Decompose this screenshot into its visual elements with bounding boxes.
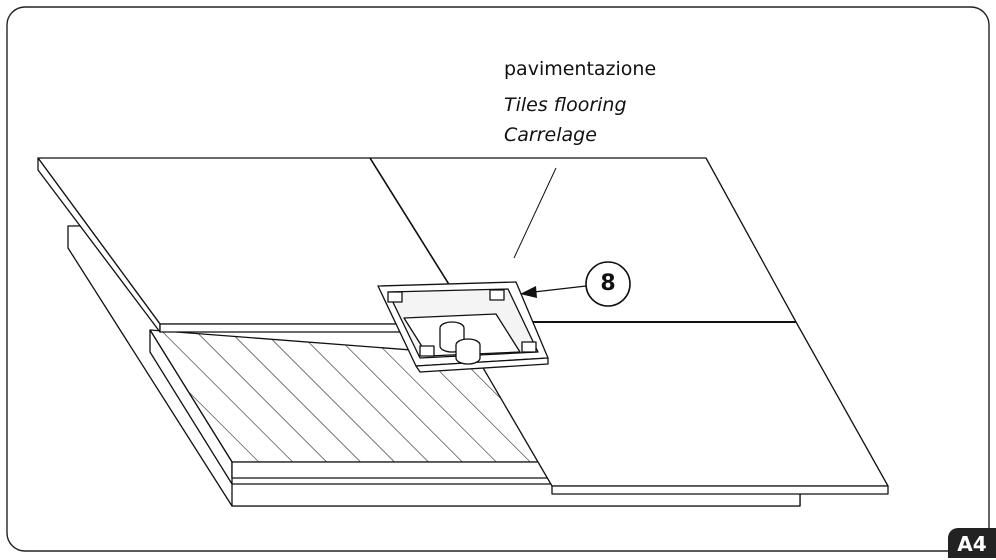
tile-front-right-front bbox=[551, 485, 889, 495]
figure-badge: A4 bbox=[948, 528, 996, 558]
figure-frame bbox=[6, 6, 990, 552]
callout-circle bbox=[585, 261, 631, 307]
cavity-bottom-edge bbox=[231, 461, 567, 479]
callout-arrow-head bbox=[520, 286, 537, 298]
callout-number: 8 bbox=[600, 271, 616, 296]
flush-mount-box bbox=[377, 281, 549, 373]
cavity-left-wall bbox=[149, 329, 233, 485]
flooring-label-french: Carrelage bbox=[504, 124, 597, 146]
flooring-label-italian: pavimentazione bbox=[504, 58, 657, 80]
label-leader-line bbox=[513, 167, 557, 259]
flooring-label-english: Tiles flooring bbox=[504, 94, 627, 116]
callout-arrow-line bbox=[533, 285, 587, 293]
tile-back-left-front bbox=[159, 323, 409, 333]
tile-joint-vertical bbox=[369, 157, 451, 287]
